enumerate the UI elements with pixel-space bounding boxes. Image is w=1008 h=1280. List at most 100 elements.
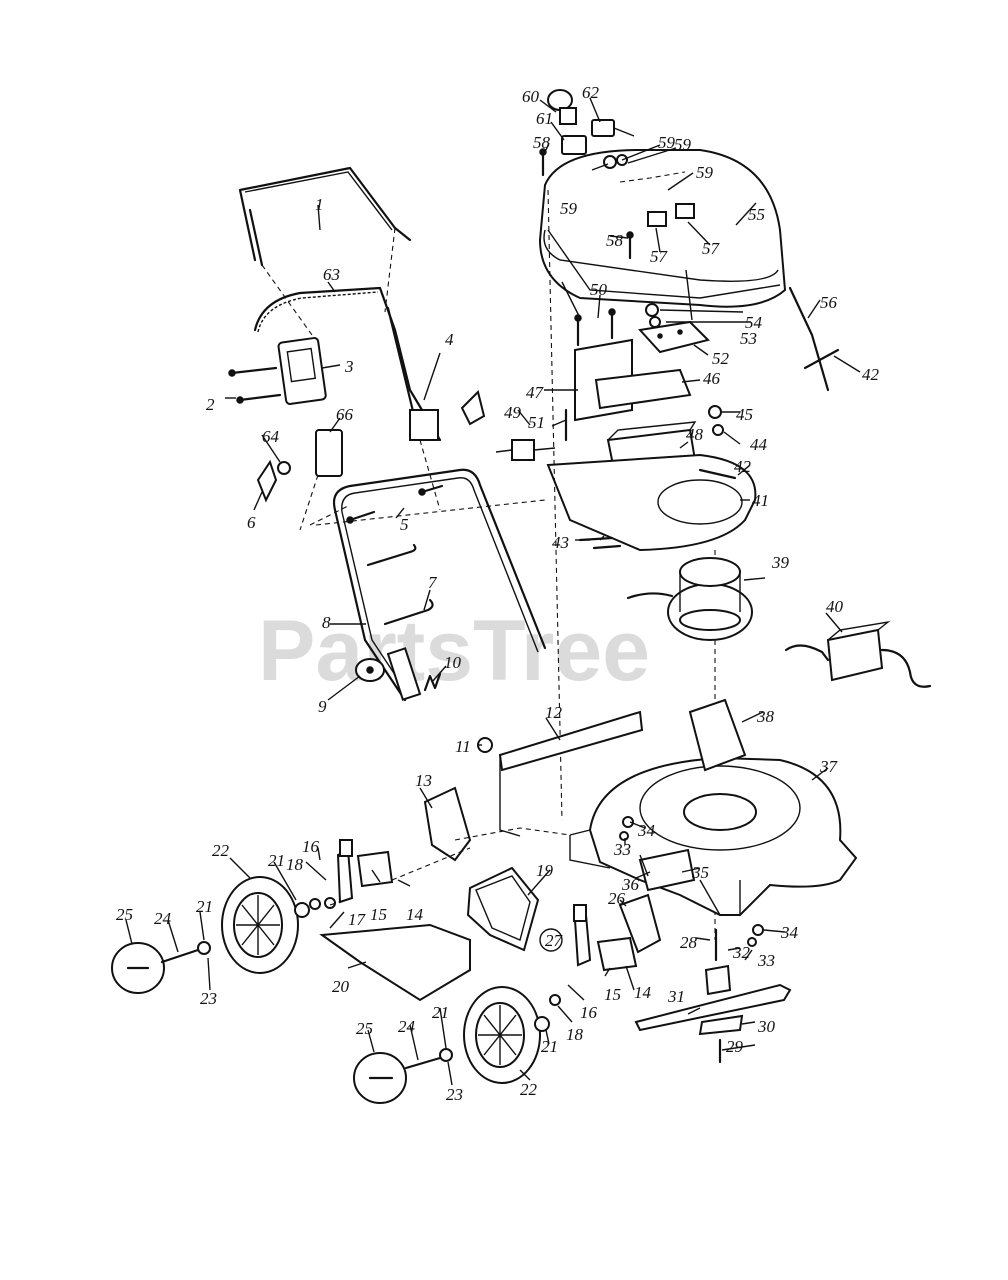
callout-16-1: 16: [302, 837, 320, 856]
part-bolts-5[interactable]: [346, 484, 444, 524]
callout-23-1: 23: [200, 989, 217, 1008]
callout-4: 4: [445, 330, 454, 349]
part-nut-54[interactable]: [645, 303, 659, 317]
callout-3: 3: [344, 357, 354, 376]
callout-58-1: 58: [533, 133, 551, 152]
part-knob-60[interactable]: [547, 89, 577, 125]
callout-45: 45: [736, 405, 753, 424]
part-washer-53[interactable]: [649, 316, 661, 328]
part-bracket-46[interactable]: [594, 368, 692, 410]
part-knob-6[interactable]: [256, 459, 278, 503]
part-screws-50[interactable]: [574, 308, 616, 347]
part-nut-34b[interactable]: [752, 924, 764, 936]
callout-30: 30: [757, 1017, 776, 1036]
part-nut-34a[interactable]: [622, 816, 634, 828]
callout-17: 17: [348, 910, 367, 929]
part-tray-41[interactable]: [546, 453, 757, 552]
callout-64: 64: [262, 427, 280, 446]
part-clip-42[interactable]: [803, 348, 840, 370]
watermark: PartsTree: [258, 603, 650, 699]
part-slot-57a[interactable]: [647, 211, 667, 227]
part-knob-right[interactable]: [460, 390, 486, 426]
hubcap-left[interactable]: [111, 942, 165, 994]
leader-lines: [125, 97, 861, 1086]
callout-63: 63: [323, 265, 340, 284]
part-switch-61[interactable]: [561, 135, 587, 155]
part-plate-52[interactable]: [638, 320, 710, 354]
callout-21-2: 21: [196, 897, 213, 916]
part-switch-box[interactable]: [277, 337, 327, 405]
part-bracket-right[interactable]: [409, 409, 439, 441]
callout-18-1: 18: [286, 855, 304, 874]
part-hood-55[interactable]: [538, 149, 787, 308]
callout-41: 41: [752, 491, 769, 510]
part-charger-40[interactable]: [784, 620, 932, 688]
part-rear-flap-12[interactable]: [498, 710, 644, 772]
callout-21-1: 21: [268, 851, 285, 870]
part-pins-7[interactable]: [366, 543, 434, 626]
part-nut-45[interactable]: [708, 405, 722, 419]
callout-38: 38: [756, 707, 775, 726]
callout-32: 32: [732, 943, 751, 962]
callout-15-2: 15: [604, 985, 621, 1004]
wheel-bolts-right[interactable]: [404, 994, 561, 1070]
wheel-left-rear[interactable]: [221, 876, 299, 974]
part-switch-62[interactable]: [591, 119, 615, 137]
part-motor-39[interactable]: [626, 557, 753, 641]
part-plate-30[interactable]: [698, 1014, 744, 1036]
part-lower-handle[interactable]: [332, 468, 547, 702]
part-screws-58[interactable]: [539, 148, 634, 260]
callout-56: 56: [820, 293, 838, 312]
part-axle-left[interactable]: [336, 839, 394, 904]
callout-39: 39: [771, 553, 790, 572]
callout-58-2: 58: [606, 231, 624, 250]
part-nut-33a[interactable]: [619, 831, 629, 841]
hubcap-right[interactable]: [353, 1052, 407, 1104]
part-bracket-38[interactable]: [688, 698, 747, 772]
part-door-19[interactable]: [466, 866, 540, 952]
callout-1: 1: [315, 195, 324, 214]
callout-23-2: 23: [446, 1085, 463, 1104]
callout-59-4: 59: [696, 163, 714, 182]
callout-24-1: 24: [154, 909, 172, 928]
callout-5: 5: [400, 515, 409, 534]
callout-27: 27: [545, 931, 564, 950]
part-cable-56[interactable]: [788, 286, 830, 392]
callout-2: 2: [206, 395, 215, 414]
part-bolts-2[interactable]: [228, 366, 282, 404]
callout-6: 6: [247, 513, 256, 532]
callout-12: 12: [545, 703, 563, 722]
part-adjuster-13[interactable]: [423, 786, 472, 862]
callout-24-2: 24: [398, 1017, 416, 1036]
callout-labels: 1234567891011121314141515161617181819202…: [116, 83, 880, 1104]
callout-62: 62: [582, 83, 600, 102]
part-bracket-26[interactable]: [618, 893, 662, 954]
wheel-bolts-left[interactable]: [160, 897, 336, 964]
callout-34-2: 34: [780, 923, 799, 942]
part-plate-35[interactable]: [638, 848, 696, 892]
part-adapter-32[interactable]: [704, 964, 732, 996]
callout-54: 54: [745, 313, 763, 332]
part-bracket-66[interactable]: [315, 429, 343, 477]
callout-57-1: 57: [650, 247, 669, 266]
callout-26: 26: [608, 889, 626, 908]
part-upper-handle[interactable]: [238, 166, 412, 267]
callout-66: 66: [336, 405, 354, 424]
part-nut-33b[interactable]: [747, 937, 757, 947]
part-blade-31[interactable]: [634, 983, 792, 1032]
part-washer-44[interactable]: [712, 424, 724, 436]
callout-21-3: 21: [432, 1003, 449, 1022]
callout-48: 48: [686, 425, 704, 444]
wheel-right-front[interactable]: [463, 986, 541, 1084]
callout-57-2: 57: [702, 239, 721, 258]
part-knob-9[interactable]: [355, 658, 385, 682]
part-washer-64[interactable]: [277, 461, 291, 475]
callout-19: 19: [536, 861, 554, 880]
part-slot-57b[interactable]: [675, 203, 695, 219]
callout-9: 9: [318, 697, 327, 716]
part-connector-49[interactable]: [495, 439, 556, 461]
part-axle-right[interactable]: [573, 904, 638, 972]
callout-8: 8: [322, 613, 331, 632]
callout-28: 28: [680, 933, 698, 952]
